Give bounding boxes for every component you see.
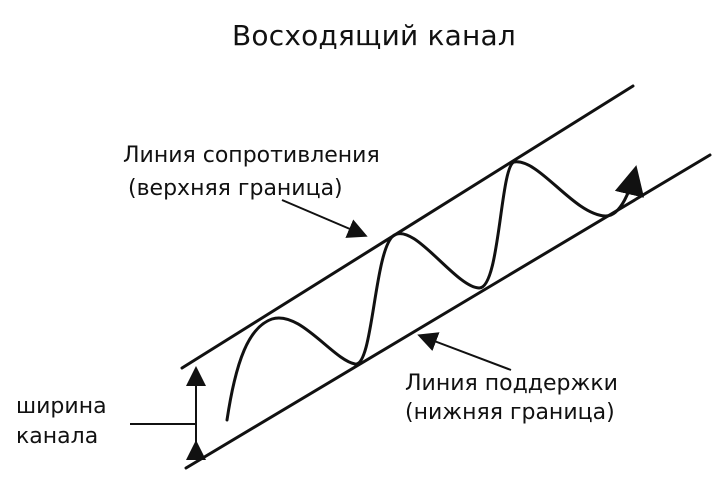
diagram-title: Восходящий канал [232,19,516,52]
resistance-pointer-arrow [281,199,368,238]
support-line [184,153,712,470]
resistance-label-line-1: Линия сопротивления [123,143,380,168]
support-label-line-1: Линия поддержки [405,371,618,396]
price-wave-line [225,160,645,422]
support-pointer-arrow [417,332,512,371]
resistance-line [180,84,635,370]
resistance-label-line-2: (верхняя граница) [128,176,343,201]
channel-width-label-line-2: канала [16,424,99,449]
support-label-line-2: (нижняя граница) [405,400,615,425]
channel-width-label-line-1: ширина [16,394,107,419]
